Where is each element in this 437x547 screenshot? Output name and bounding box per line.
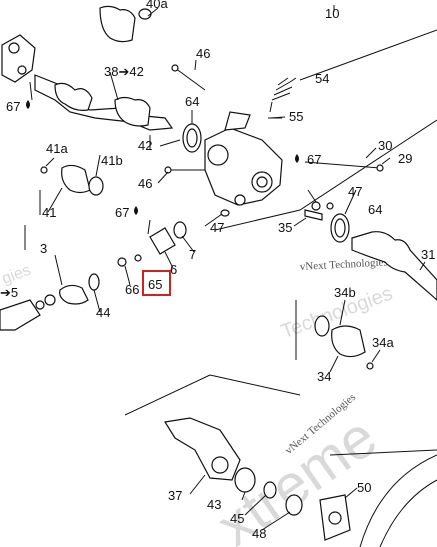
- right-axle-shaft: [351, 231, 437, 301]
- label-46-mid: 46: [138, 176, 152, 191]
- differential-housing: [204, 111, 283, 206]
- label-41a: 41a: [46, 141, 68, 156]
- plug-47: [311, 201, 321, 211]
- label-43: 43: [207, 497, 221, 512]
- left-lower-shaft: [0, 273, 100, 331]
- oil-drop-icon: [295, 154, 299, 163]
- label-6: 6: [170, 262, 177, 277]
- section-frames: [24, 29, 437, 456]
- label-67-left: 67: [6, 99, 20, 114]
- seal-48: [285, 494, 303, 516]
- label-34: 34: [317, 369, 331, 384]
- label-38-42: 38➔42: [104, 64, 144, 79]
- clamp-41b: [88, 176, 104, 196]
- leader-lines: [29, 5, 426, 531]
- label-46-top: 46: [196, 46, 210, 61]
- coupler-6: [149, 227, 176, 255]
- label-7: 7: [189, 247, 196, 262]
- label-50: 50: [357, 480, 371, 495]
- label-37: 37: [168, 488, 182, 503]
- label-47-mid: 47: [210, 220, 224, 235]
- label-34b: 34b: [334, 285, 356, 300]
- watermark-gies: gies: [0, 262, 33, 288]
- boot-41: [61, 164, 91, 194]
- small-parts: [117, 201, 334, 267]
- pin-35: [304, 209, 323, 221]
- label-29: 29: [398, 151, 412, 166]
- bearing-43: [234, 467, 256, 493]
- label-40a: 40a: [146, 0, 168, 11]
- label-3: 3: [40, 241, 47, 256]
- label-44: 44: [96, 305, 110, 320]
- knuckle-assembly: [164, 417, 437, 547]
- seal-64-left: [182, 123, 202, 153]
- cv-joint-outer: [1, 34, 36, 83]
- label-31: 31: [421, 247, 435, 262]
- label-5: ➔5: [0, 285, 18, 300]
- label-41: 41: [42, 205, 56, 220]
- label-41b: 41b: [101, 153, 123, 168]
- label-55: 55: [289, 109, 303, 124]
- spring-54: [269, 77, 293, 113]
- label-65: 65: [148, 277, 162, 292]
- boot-left: [54, 82, 93, 111]
- boot-kit-41: [40, 164, 104, 196]
- label-64-right: 64: [368, 202, 382, 217]
- label-48: 48: [252, 526, 266, 541]
- label-67-right: 67: [307, 152, 321, 167]
- highlight-box-65: [142, 270, 171, 296]
- boot-3: [59, 284, 89, 305]
- label-45: 45: [230, 511, 244, 526]
- label-42: 42: [138, 138, 152, 153]
- nut-66: [117, 257, 127, 267]
- label-34a: 34a: [372, 335, 394, 350]
- ring-45: [263, 481, 277, 499]
- top-boot: [99, 5, 136, 43]
- ring-41a: [40, 166, 48, 174]
- oil-drop-icon: [26, 100, 30, 109]
- label-30: 30: [378, 138, 392, 153]
- watermark-vnext-1: vNext Technologies: [300, 256, 388, 273]
- label-47-right: 47: [348, 184, 362, 199]
- bushing-7: [173, 221, 187, 239]
- boot-right: [114, 96, 151, 127]
- drive-shaft: [34, 74, 174, 131]
- seal-64-right: [330, 213, 350, 243]
- boot-kit-34: [314, 315, 374, 370]
- left-axle-shaft-assembly: [1, 5, 174, 131]
- label-10: 10: [325, 6, 339, 21]
- label-35: 35: [278, 220, 292, 235]
- label-66: 66: [125, 282, 139, 297]
- label-67-mid: 67: [115, 205, 129, 220]
- oil-drop-icons: [26, 100, 299, 215]
- label-64-top: 64: [185, 94, 199, 109]
- label-54: 54: [315, 71, 329, 86]
- oil-drop-icon: [134, 206, 138, 215]
- bolt-47b: [220, 209, 230, 217]
